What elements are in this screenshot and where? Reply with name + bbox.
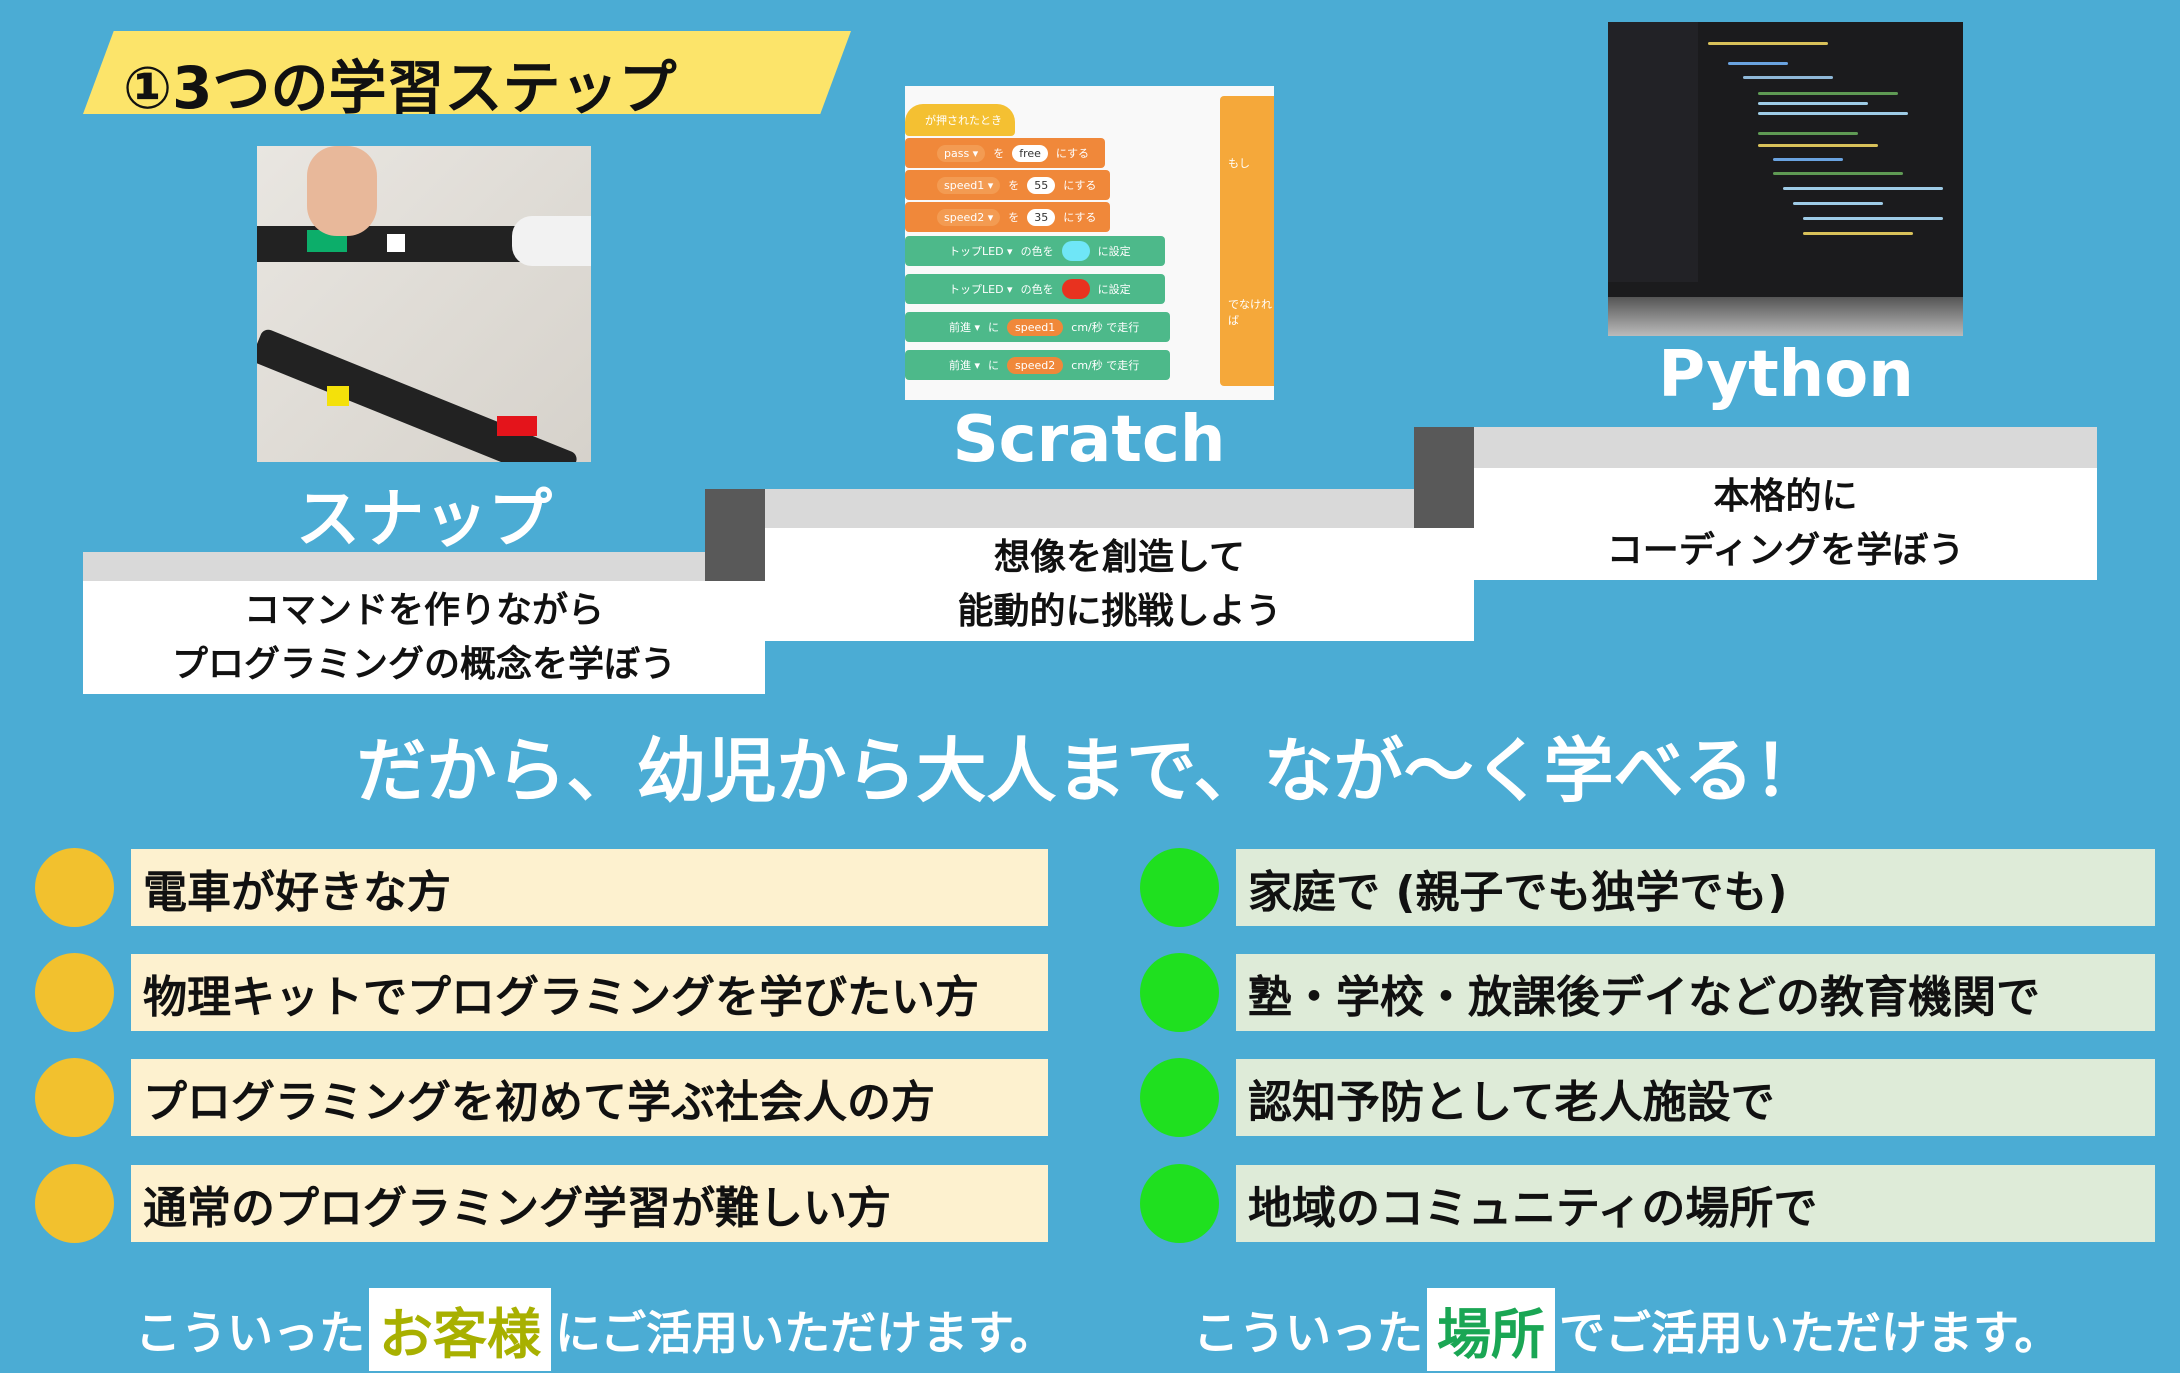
caption-highlight: お客様 [369,1288,551,1371]
bullet-dot [35,953,114,1032]
bullet-dot [1140,848,1219,927]
slogan: だから、幼児から大人まで、なが〜く学べる！ [356,730,1824,812]
step-desc-line: 能動的に挑戦しよう [957,590,1282,632]
caption-text: こういった [1193,1305,1423,1360]
customer-item: 通常のプログラミング学習が難しい方 [131,1165,1048,1242]
step-2-description: 想像を創造して能動的に挑戦しよう [765,528,1474,641]
hat-block: が押されたとき [905,104,1015,136]
customer-item: プログラミングを初めて学ぶ社会人の方 [131,1059,1048,1136]
customer-item: 電車が好きな方 [131,849,1048,926]
place-item: 認知予防として老人施設で [1236,1059,2155,1136]
step-desc-line: 想像を創造して [994,536,1245,578]
step-riser [1414,427,1474,528]
step-desc-line: 本格的に [1713,476,1858,517]
python-editor-photo [1608,22,1963,336]
step-riser [705,489,765,581]
bullet-dot [35,848,114,927]
bullet-dot [1140,1164,1219,1243]
step-3-bar [1474,427,2097,468]
customer-item: 物理キットでプログラミングを学びたい方 [131,954,1048,1031]
step-name-scratch: Scratch [952,403,1226,477]
caption-text: でご活用いただけます。 [1559,1305,2061,1360]
caption-text: にご活用いただけます。 [555,1305,1056,1360]
caption-highlight: 場所 [1427,1288,1555,1371]
step-3-description: 本格的にコーディングを学ぼう [1474,468,2097,580]
step-name-python: Python [1658,338,1914,412]
place-item: 地域のコミュニティの場所で [1236,1165,2155,1242]
place-item: 塾・学校・放課後デイなどの教育機関で [1236,954,2155,1031]
step-desc-line: コーディングを学ぼう [1606,530,1965,571]
bullet-dot [1140,953,1219,1032]
bullet-dot [1140,1058,1219,1137]
step-desc-line: プログラミングの概念を学ぼう [171,643,676,685]
caption-text: こういった [135,1305,365,1360]
step-1-description: コマンドを作りながらプログラミングの概念を学ぼう [83,581,765,694]
step-2-bar [765,489,1414,528]
snap-photo [257,146,591,462]
step-name-snap: スナップ [296,483,552,557]
section-title: ①3つの学習ステップ [123,54,677,122]
section-title-banner: ①3つの学習ステップ [83,31,851,114]
bottom-caption-customers: こういったお客様にご活用いただけます。 [135,1288,1055,1371]
step-desc-line: コマンドを作りながら [243,589,604,631]
bottom-caption-places: こういった場所でご活用いただけます。 [1193,1288,2060,1371]
place-item: 家庭で (親子でも独学でも) [1236,849,2155,926]
bullet-dot [35,1164,114,1243]
bullet-dot [35,1058,114,1137]
step-1-bar [83,552,705,581]
